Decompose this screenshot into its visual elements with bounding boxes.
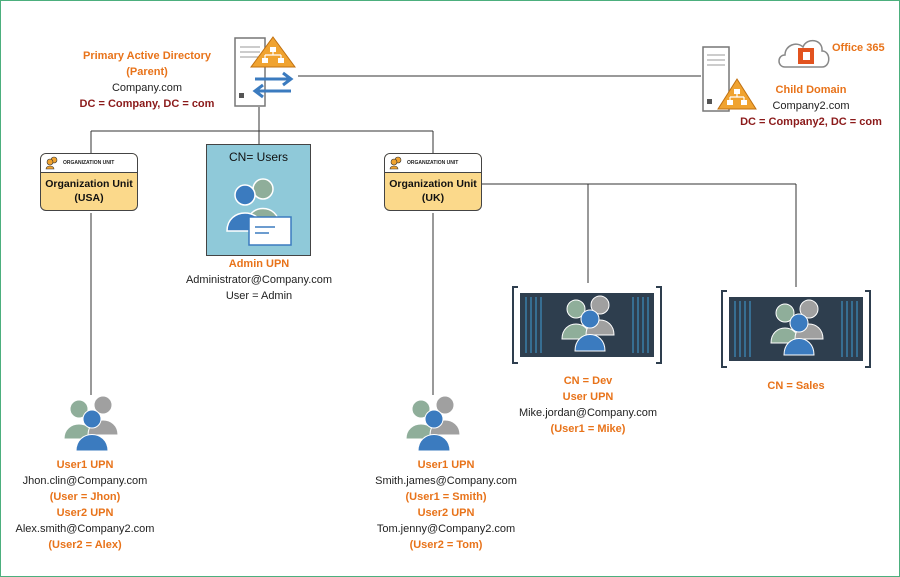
child-domain: Company2.com	[772, 100, 850, 112]
ou-usa-name-line1: Organization Unit	[45, 178, 133, 190]
office365-label: Office 365	[832, 42, 885, 54]
cn-users-box: CN= Users	[206, 144, 311, 256]
dev-upn-label: User UPN	[562, 391, 614, 403]
users-group-icon	[770, 299, 824, 356]
primary-domain: Company.com	[111, 82, 183, 94]
cn-dev-panel	[512, 283, 662, 367]
uk-u2-upn: Tom.jenny@Company2.com	[376, 523, 516, 535]
ou-usa-box: ORGANIZATION UNIT Organization Unit (USA…	[40, 153, 138, 211]
users-group-icon	[561, 295, 615, 352]
ou-uk-name: Organization Unit (UK)	[385, 177, 481, 205]
uk-users-icon	[405, 395, 461, 451]
usa-u1-label: User1 UPN	[56, 459, 114, 471]
dev-upn: Mike.jordan@Company.com	[518, 407, 658, 419]
cn-users-label: CN= Users	[228, 150, 288, 164]
primary-dc: DC = Company, DC = com	[79, 98, 215, 110]
admin-user: User = Admin	[225, 290, 293, 302]
ou-usa-header: ORGANIZATION UNIT	[63, 160, 115, 166]
primary-server-icon	[234, 36, 296, 107]
users-group-icon	[45, 156, 58, 170]
primary-title: Primary Active Directory	[83, 50, 211, 62]
child-title: Child Domain	[775, 84, 847, 96]
uk-u2-user: (User2 = Tom)	[409, 539, 483, 551]
ou-usa-name: Organization Unit (USA)	[41, 177, 137, 205]
primary-subtitle: (Parent)	[126, 66, 168, 78]
users-group-icon	[389, 156, 402, 170]
cloud-icon	[778, 39, 830, 68]
ou-uk-header: ORGANIZATION UNIT	[407, 160, 459, 166]
usa-u1-user: (User = Jhon)	[49, 491, 121, 503]
uk-u1-upn: Smith.james@Company.com	[375, 475, 517, 487]
child-server-icon	[702, 46, 757, 112]
ou-uk-box: ORGANIZATION UNIT Organization Unit (UK)	[384, 153, 482, 211]
envelope-icon	[248, 216, 292, 246]
user-mail-icon	[226, 178, 292, 246]
admin-upn-label: Admin UPN	[228, 258, 290, 270]
ou-uk-name-line1: Organization Unit	[389, 178, 477, 190]
uk-u1-user: (User1 = Smith)	[405, 491, 487, 503]
ou-usa-name-line2: (USA)	[74, 192, 104, 204]
usa-u2-upn: Alex.smith@Company2.com	[15, 523, 155, 535]
uk-u1-label: User1 UPN	[417, 459, 475, 471]
cn-dev-label: CN = Dev	[563, 375, 613, 387]
child-dc: DC = Company2, DC = com	[740, 116, 882, 128]
admin-upn: Administrator@Company.com	[185, 274, 333, 286]
dev-user: (User1 = Mike)	[550, 423, 626, 435]
cn-sales-panel	[721, 287, 871, 371]
usa-users-icon	[63, 395, 119, 451]
usa-u2-user: (User2 = Alex)	[48, 539, 122, 551]
usa-u2-label: User2 UPN	[56, 507, 114, 519]
usa-u1-upn: Jhon.clin@Company.com	[22, 475, 148, 487]
ou-uk-name-line2: (UK)	[421, 192, 445, 204]
cn-sales-label: CN = Sales	[767, 380, 825, 392]
uk-u2-label: User2 UPN	[417, 507, 475, 519]
